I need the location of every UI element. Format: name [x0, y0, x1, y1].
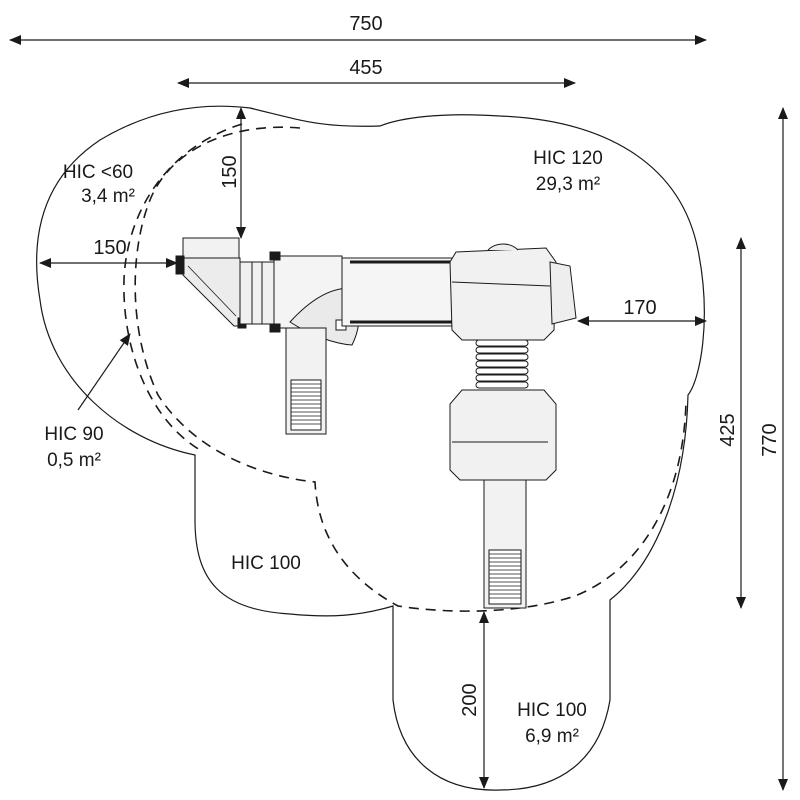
dim-label-left-clearance: 150	[93, 237, 126, 259]
zone-label-hic-lt60: HIC <60	[63, 162, 133, 183]
dim-label-total-depth: 770	[759, 423, 781, 456]
dim-label-right-clearance: 170	[623, 297, 656, 319]
long-chain-bridge	[341, 257, 459, 327]
hic90-inner-dashed-boundary	[123, 123, 243, 451]
dim-label-total-width: 750	[349, 13, 382, 35]
play-structure	[175, 237, 577, 609]
lower-tower	[449, 389, 557, 481]
dim-label-top-clearance: 150	[219, 155, 241, 188]
left-tube-bridge	[239, 261, 275, 325]
spring-connector	[475, 339, 529, 389]
zone-area-hic100-bottom: 6,9 m²	[525, 726, 579, 747]
zone-label-hic120: HIC 120	[533, 148, 603, 169]
upper-right-tower	[449, 243, 577, 341]
dim-label-structure-depth: 425	[717, 413, 739, 446]
zone-label-hic100-bottom: HIC 100	[517, 700, 587, 721]
zone-area-hic120: 29,3 m²	[536, 174, 600, 195]
zone-area-hic90: 0,5 m²	[47, 450, 101, 471]
dim-label-structure-width: 455	[349, 57, 382, 79]
zone-label-hic90: HIC 90	[44, 424, 103, 445]
impact-area-dashed-boundary	[134, 126, 687, 612]
hic90-leader-line	[77, 333, 131, 411]
left-slide	[285, 327, 327, 435]
left-entry-platform	[175, 237, 247, 329]
zone-label-hic100-left: HIC 100	[231, 553, 301, 574]
safety-zone-outline	[36, 105, 705, 791]
zone-area-hic-lt60: 3,4 m²	[81, 186, 135, 207]
bottom-slide	[483, 479, 527, 609]
dim-label-bottom-clearance: 200	[459, 683, 481, 716]
